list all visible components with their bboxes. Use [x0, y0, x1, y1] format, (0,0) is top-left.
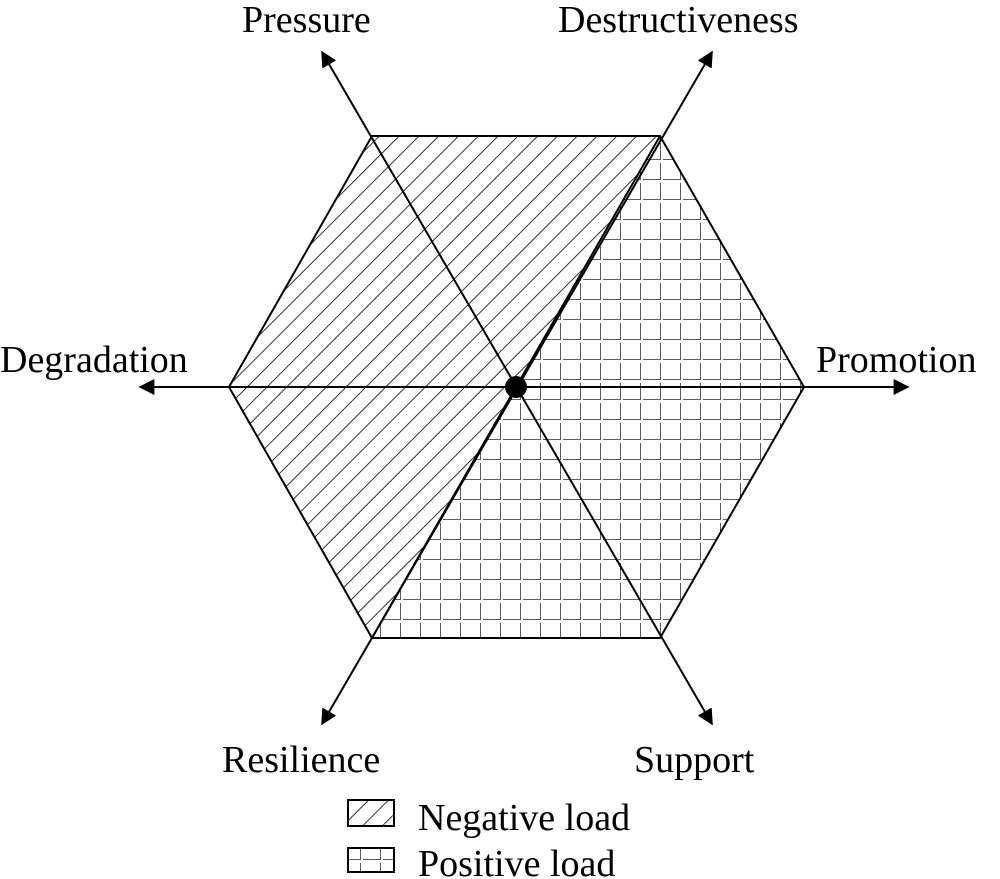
axis-label-degradation: Degradation [0, 339, 188, 381]
legend-label-negative: Negative load [418, 797, 630, 839]
legend-label-positive: Positive load [418, 843, 615, 879]
axis-label-promotion: Promotion [816, 339, 976, 381]
legend: Negative load Positive load [347, 797, 630, 879]
legend-swatch-negative [347, 799, 395, 827]
axis-label-support: Support [634, 739, 755, 781]
center-dot [505, 376, 527, 398]
axis-label-resilience: Resilience [222, 739, 380, 781]
legend-swatch-positive [347, 847, 395, 873]
axis-label-pressure: Pressure [242, 0, 371, 41]
axis-label-destructiveness: Destructiveness [558, 0, 799, 41]
